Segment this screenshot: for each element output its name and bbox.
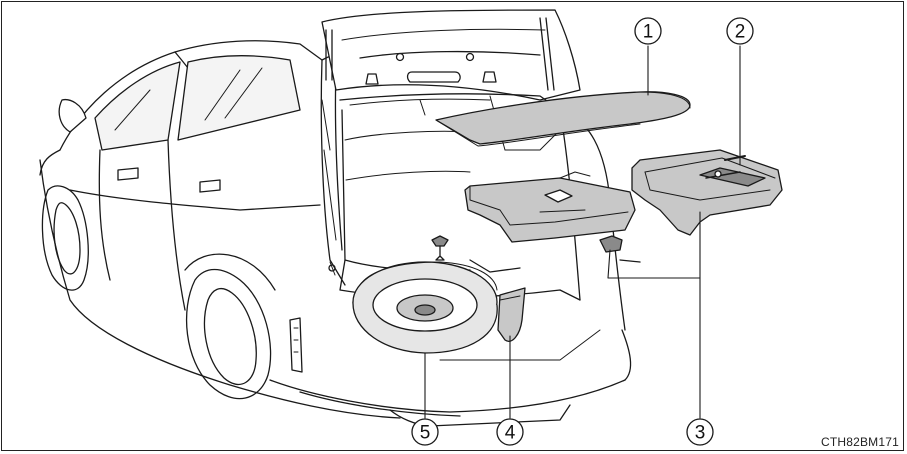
callout-1: 1 [635, 18, 661, 44]
svg-text:5: 5 [420, 423, 431, 444]
side-cover [498, 288, 525, 341]
svg-text:2: 2 [735, 22, 746, 43]
callout-2: 2 [727, 18, 753, 44]
figure-code: CTH82BM171 [821, 435, 899, 449]
callout-5: 5 [412, 419, 438, 445]
spare-tire [353, 262, 497, 353]
svg-text:1: 1 [643, 22, 654, 43]
deck-undertray-left [465, 172, 635, 252]
svg-text:3: 3 [695, 423, 706, 444]
callout-4: 4 [497, 419, 523, 445]
callout-3: 3 [687, 419, 713, 445]
deck-undertray-right [632, 150, 782, 235]
svg-text:4: 4 [505, 423, 516, 444]
